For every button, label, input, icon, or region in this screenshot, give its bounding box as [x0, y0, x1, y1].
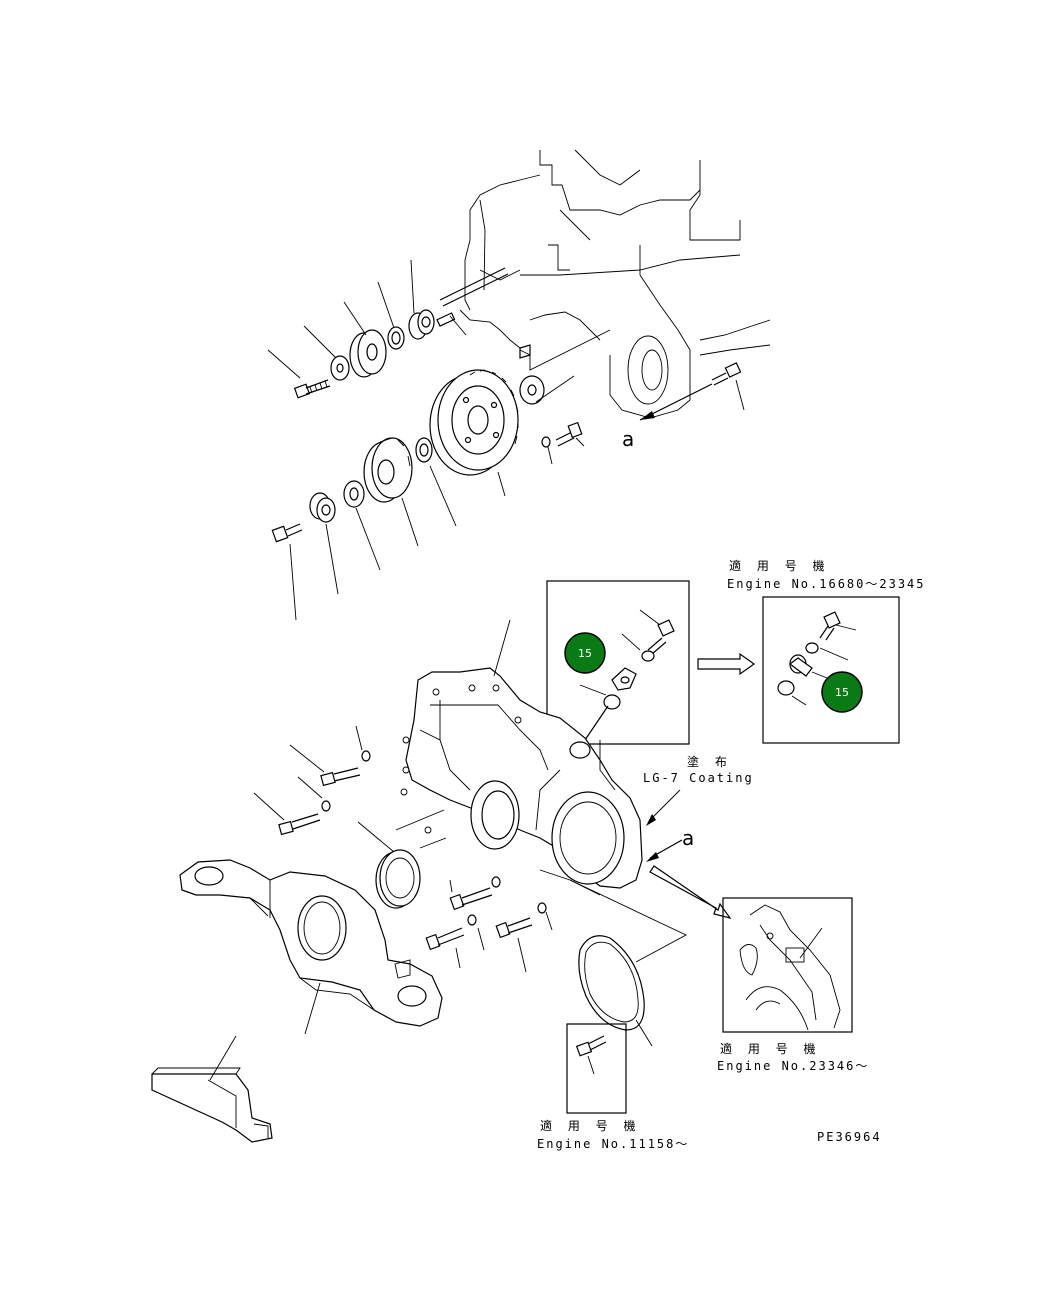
coating-arrowhead: [646, 814, 656, 826]
bolt-small-right: [541, 421, 583, 448]
washer: [330, 355, 350, 381]
coating-leader: [649, 789, 681, 821]
svg-text:15: 15: [578, 647, 592, 660]
ref-arrow-a-mid: [646, 839, 683, 862]
detail-box-right: [762, 596, 900, 744]
coating-jp: 塗 布: [687, 754, 733, 769]
detail-box-lower-right: [722, 897, 853, 1033]
dowel-pin: [439, 267, 531, 359]
applicable-1-en: Engine No.16680～23345: [727, 577, 926, 591]
ref-arrow-a-top: [639, 383, 713, 421]
coating-en: LG-7 Coating: [643, 771, 754, 785]
oil-seal: [357, 821, 421, 909]
bushing: [415, 437, 433, 463]
installation-tool: [151, 1035, 273, 1143]
ref-label-a-top: a: [622, 427, 634, 451]
engine-block-outline: [459, 149, 771, 419]
small-gear: [349, 329, 387, 378]
bolt-right-top: [711, 362, 742, 386]
callout-badge-left: 15: [564, 632, 606, 674]
callout-badge-right: 15: [821, 671, 863, 713]
thrust-washer: [519, 375, 545, 405]
engine-mount-bracket: [179, 859, 443, 1035]
applicable-2-jp: 適 用 号 機: [720, 1041, 821, 1056]
leader-cover: [493, 619, 511, 677]
spacer-ring: [387, 326, 405, 350]
flanged-bushing: [309, 492, 336, 523]
seal-leader: [395, 809, 447, 849]
leader-lines-top: [267, 245, 745, 621]
cover-bolts: [253, 725, 371, 836]
spacer: [343, 480, 365, 508]
hollow-arrow-right: [697, 652, 756, 676]
applicable-2-en: Engine No.23346～: [717, 1059, 869, 1073]
gasket: [569, 879, 687, 1047]
idler-shaft: [408, 309, 456, 340]
bolt-lower-left: [271, 523, 303, 543]
drawing-code: PE36964: [817, 1130, 882, 1144]
detail-box-left: [546, 580, 690, 745]
hollow-arrow-diagonal: [649, 865, 732, 919]
bolt-left: [293, 379, 331, 399]
ref-label-a-mid: a: [682, 826, 694, 850]
cam-gear: [363, 437, 413, 503]
applicable-1-jp: 適 用 号 機: [729, 558, 830, 573]
lower-bolts: [425, 876, 553, 973]
svg-text:15: 15: [835, 686, 849, 699]
detail-box-bottom: [566, 1023, 627, 1114]
large-timing-gear: [429, 369, 519, 476]
applicable-3-en: Engine No.11158～: [537, 1137, 689, 1151]
applicable-3-jp: 適 用 号 機: [540, 1118, 641, 1133]
